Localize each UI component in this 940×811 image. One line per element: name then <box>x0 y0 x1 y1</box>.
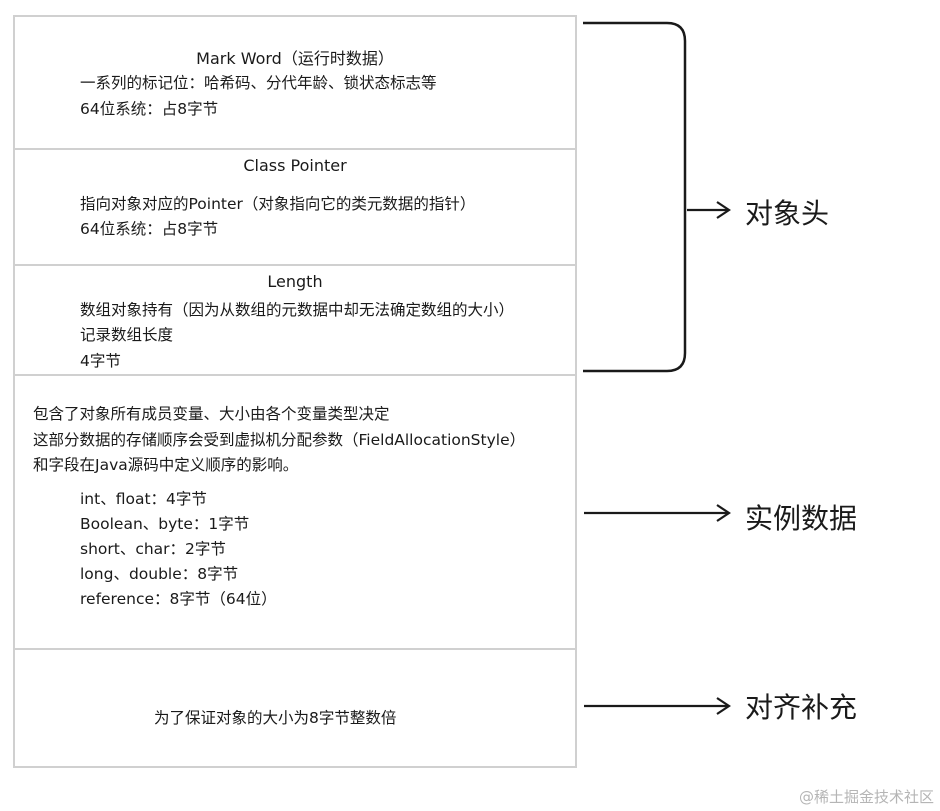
instance-desc-1: 包含了对象所有成员变量、大小由各个变量类型决定 <box>33 405 390 423</box>
instance-type-4: long、double：8字节 <box>80 565 239 583</box>
arrow-padding <box>584 697 731 715</box>
object-header-bracket <box>583 21 687 373</box>
length-title: Length <box>267 272 323 291</box>
mark-word-title: Mark Word（运行时数据） <box>196 49 394 68</box>
arrow-object-header <box>687 201 731 219</box>
class-pointer-title: Class Pointer <box>243 156 347 175</box>
length-line-1: 数组对象持有（因为从数组的元数据中却无法确定数组的大小） <box>80 301 515 319</box>
instance-desc-2: 这部分数据的存储顺序会受到虚拟机分配参数（FieldAllocationStyl… <box>33 431 526 449</box>
object-header-label: 对象头 <box>745 197 830 230</box>
mark-word-section: Mark Word（运行时数据） 一系列的标记位：哈希码、分代年龄、锁状态标志等… <box>15 17 575 148</box>
length-section: Length 数组对象持有（因为从数组的元数据中却无法确定数组的大小） 记录数组… <box>15 264 575 374</box>
instance-data-label: 实例数据 <box>745 502 858 535</box>
padding-section: 为了保证对象的大小为8字节整数倍 <box>15 648 575 768</box>
mark-word-line-2: 64位系统：占8字节 <box>80 100 219 118</box>
arrow-instance-data <box>584 504 731 522</box>
watermark: @稀土掘金技术社区 <box>798 788 934 806</box>
padding-label: 对齐补充 <box>745 691 858 724</box>
instance-desc-3: 和字段在Java源码中定义顺序的影响。 <box>33 456 299 474</box>
class-pointer-line-1: 指向对象对应的Pointer（对象指向它的类元数据的指针） <box>80 195 476 213</box>
length-line-3: 4字节 <box>80 352 121 370</box>
instance-type-3: short、char：2字节 <box>80 540 226 558</box>
class-pointer-section: Class Pointer 指向对象对应的Pointer（对象指向它的类元数据的… <box>15 148 575 264</box>
class-pointer-line-2: 64位系统：占8字节 <box>80 220 219 238</box>
instance-type-2: Boolean、byte：1字节 <box>80 515 250 533</box>
instance-type-1: int、float：4字节 <box>80 490 207 508</box>
mark-word-line-1: 一系列的标记位：哈希码、分代年龄、锁状态标志等 <box>80 74 437 92</box>
padding-text: 为了保证对象的大小为8字节整数倍 <box>154 709 397 727</box>
length-line-2: 记录数组长度 <box>80 326 174 344</box>
object-layout-box: Mark Word（运行时数据） 一系列的标记位：哈希码、分代年龄、锁状态标志等… <box>13 15 577 768</box>
instance-data-section: 包含了对象所有成员变量、大小由各个变量类型决定 这部分数据的存储顺序会受到虚拟机… <box>15 374 575 648</box>
instance-type-5: reference：8字节（64位） <box>80 590 277 608</box>
